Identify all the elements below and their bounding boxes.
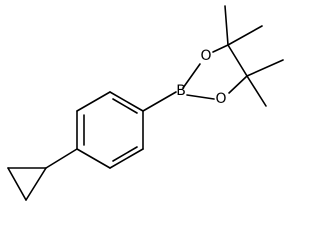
atom-label-oxygen-bottom: O <box>215 91 226 107</box>
methyl-groups <box>224 5 284 107</box>
methyl-bottom-1 <box>246 59 284 77</box>
bond-c-o-bottom <box>228 75 248 94</box>
dioxaborolane-ring <box>182 44 248 100</box>
benzene-ring <box>76 91 144 169</box>
bond-o-top-c <box>212 44 229 53</box>
bond-b-o-top <box>182 63 201 89</box>
methyl-bottom-2 <box>246 75 267 107</box>
atom-label-oxygen-top: O <box>200 48 211 64</box>
bond-ring-6 <box>76 148 111 169</box>
bond-ring-double-3 <box>112 146 138 162</box>
methyl-top-1 <box>224 5 229 46</box>
bond-ring-double-2 <box>112 98 138 114</box>
bond-o-bottom-b <box>186 94 215 100</box>
bond-c-c <box>227 44 248 77</box>
bond-cyclopropyl-3 <box>25 167 47 201</box>
atom-label-boron: B <box>176 83 186 99</box>
bond-cyclopropyl-phenyl <box>45 148 78 169</box>
cyclopropyl-ring <box>7 167 47 201</box>
bond-ring-3 <box>109 91 144 112</box>
bond-phenyl-boron <box>142 91 177 112</box>
bond-ring-2 <box>76 91 111 112</box>
methyl-top-2 <box>227 25 263 46</box>
atom-labels: B O O <box>176 48 226 107</box>
chemical-structure-diagram: B O O <box>7 5 284 201</box>
bond-cyclopropyl-2 <box>7 167 27 201</box>
bond-ring-5 <box>109 148 144 169</box>
